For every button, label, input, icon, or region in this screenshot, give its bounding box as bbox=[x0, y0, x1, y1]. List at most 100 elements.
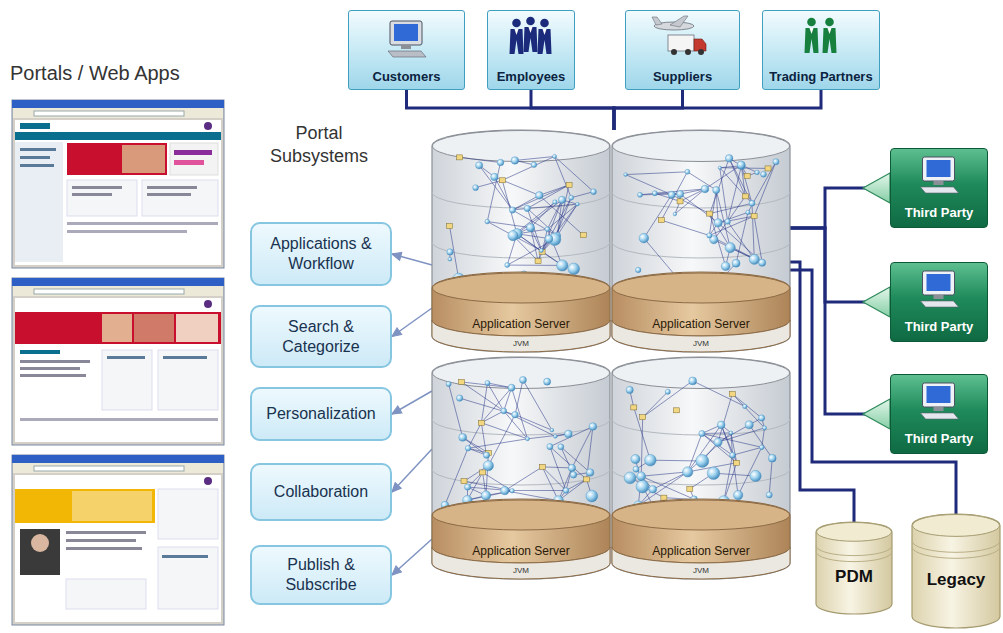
web-page-screenshot-part bbox=[20, 367, 80, 370]
connector bbox=[790, 228, 890, 414]
app-server-shape-part bbox=[637, 192, 642, 197]
app-server-shape-part bbox=[640, 415, 646, 420]
web-page-screenshot-part bbox=[72, 491, 152, 521]
app-server-shape-part bbox=[485, 219, 490, 224]
app-server-shape-part bbox=[650, 460, 702, 462]
app-server-shape-part bbox=[707, 467, 720, 480]
web-page-screenshot-part bbox=[20, 418, 218, 421]
node-label: PDM bbox=[835, 567, 873, 587]
app-server-shape-part bbox=[557, 204, 577, 236]
app-server-shape-part bbox=[675, 189, 705, 214]
app-server-shape-part bbox=[631, 454, 640, 463]
web-page-screenshot-part bbox=[163, 356, 207, 359]
box-icon-part bbox=[923, 157, 955, 181]
box-icon-part bbox=[671, 49, 677, 55]
node-label: Legacy bbox=[927, 570, 986, 590]
app-server-shape-part bbox=[512, 185, 569, 210]
app-server-shape-part bbox=[702, 434, 733, 456]
app-server-shape-part bbox=[768, 454, 776, 462]
app-server-shape-part bbox=[539, 249, 543, 253]
stakeholder-box: Customers bbox=[348, 10, 465, 90]
app-server-shape-part bbox=[751, 214, 757, 219]
node-label: JVM bbox=[513, 566, 529, 576]
app-server-shape-part bbox=[631, 405, 637, 410]
app-server-shape-part bbox=[714, 438, 722, 446]
web-page-screenshot-part bbox=[67, 230, 187, 233]
app-server-shape-part bbox=[491, 173, 498, 180]
app-server-shape-part bbox=[584, 477, 590, 482]
app-server-shape-part bbox=[505, 263, 510, 268]
web-page-screenshot-part bbox=[158, 350, 218, 410]
app-server-shape-part bbox=[612, 130, 790, 352]
web-page-screenshot-part bbox=[15, 142, 63, 262]
app-server-shape-part bbox=[718, 212, 748, 222]
box-icon-part bbox=[934, 181, 944, 185]
app-server-shape-part bbox=[644, 195, 672, 238]
app-server-shape-part bbox=[761, 171, 767, 177]
web-page-screenshot-part bbox=[162, 555, 208, 558]
app-server-shape-part bbox=[677, 199, 683, 204]
app-server-shape-part bbox=[661, 220, 709, 235]
app-server-shape-part bbox=[716, 190, 718, 223]
web-page-screenshot-part bbox=[102, 314, 132, 342]
app-server-shape-part bbox=[731, 433, 737, 463]
web-page-screenshot-part bbox=[20, 123, 50, 129]
app-server-shape-part bbox=[633, 466, 639, 472]
node-label: Third Party bbox=[905, 205, 974, 220]
app-server-shape-part bbox=[643, 381, 693, 417]
app-server-shape-part bbox=[733, 447, 762, 455]
web-page-screenshot-part bbox=[31, 534, 49, 552]
web-page-screenshot-part bbox=[66, 547, 142, 550]
web-page-screenshot-part bbox=[15, 132, 221, 140]
app-server-shape-part bbox=[759, 415, 765, 421]
app-server-shape-part bbox=[555, 198, 572, 240]
app-server-shape-part bbox=[547, 200, 562, 229]
app-server-shape-part bbox=[432, 357, 610, 579]
box-icon-part bbox=[543, 29, 547, 35]
web-page-screenshot-part bbox=[20, 148, 56, 151]
app-server-shape-part bbox=[626, 175, 672, 195]
box-icon-part bbox=[538, 29, 552, 54]
app-server-shape-part bbox=[729, 391, 735, 396]
app-server-shape-part bbox=[558, 444, 564, 450]
web-page-screenshot-part bbox=[12, 455, 224, 625]
app-server-shape-part bbox=[741, 166, 752, 204]
app-server-shape-part bbox=[550, 428, 554, 432]
app-server-shape-part bbox=[707, 211, 713, 216]
web-page-screenshot-part bbox=[170, 143, 218, 175]
node-label: Application Server bbox=[652, 317, 749, 331]
node-label: Applications & Workflow bbox=[258, 234, 384, 274]
web-page-screenshot-part bbox=[176, 314, 218, 342]
app-server-shape-part bbox=[515, 156, 555, 160]
web-page-screenshot-part bbox=[102, 350, 152, 410]
node-label: JVM bbox=[513, 339, 529, 349]
app-server-shape-part bbox=[487, 222, 530, 228]
app-server-shape-part bbox=[645, 454, 657, 466]
web-page-screenshot bbox=[12, 100, 224, 268]
app-server-shape-part bbox=[481, 388, 511, 423]
app-server-shape-part bbox=[658, 218, 664, 223]
app-server-shape-part bbox=[497, 159, 504, 166]
app-server-shape-part bbox=[685, 169, 690, 174]
app-server-shape-part bbox=[665, 389, 670, 394]
app-server-shape-part bbox=[505, 467, 542, 491]
app-server-shape-part bbox=[745, 421, 753, 429]
web-page-screenshot-part bbox=[67, 222, 218, 225]
app-server-shape-part bbox=[655, 193, 680, 201]
app-server-shape-part bbox=[750, 470, 761, 481]
app-server-shape-part bbox=[527, 185, 569, 209]
box-icon-part bbox=[524, 27, 538, 52]
app-server-shape-part bbox=[683, 467, 693, 477]
node-label: Third Party bbox=[905, 319, 974, 334]
app-server-shape-part bbox=[725, 243, 735, 253]
third-party-box: Third Party bbox=[890, 374, 988, 454]
web-page-screenshot-part bbox=[174, 160, 204, 165]
web-page-screenshot-part bbox=[15, 298, 221, 442]
app-server-shape-part bbox=[449, 384, 463, 437]
app-server-shape-part bbox=[558, 479, 586, 500]
app-server-shape-part bbox=[525, 437, 529, 441]
box-icon-part bbox=[388, 51, 426, 57]
database-shape-part bbox=[816, 546, 892, 556]
app-server-shape-part bbox=[710, 214, 726, 267]
